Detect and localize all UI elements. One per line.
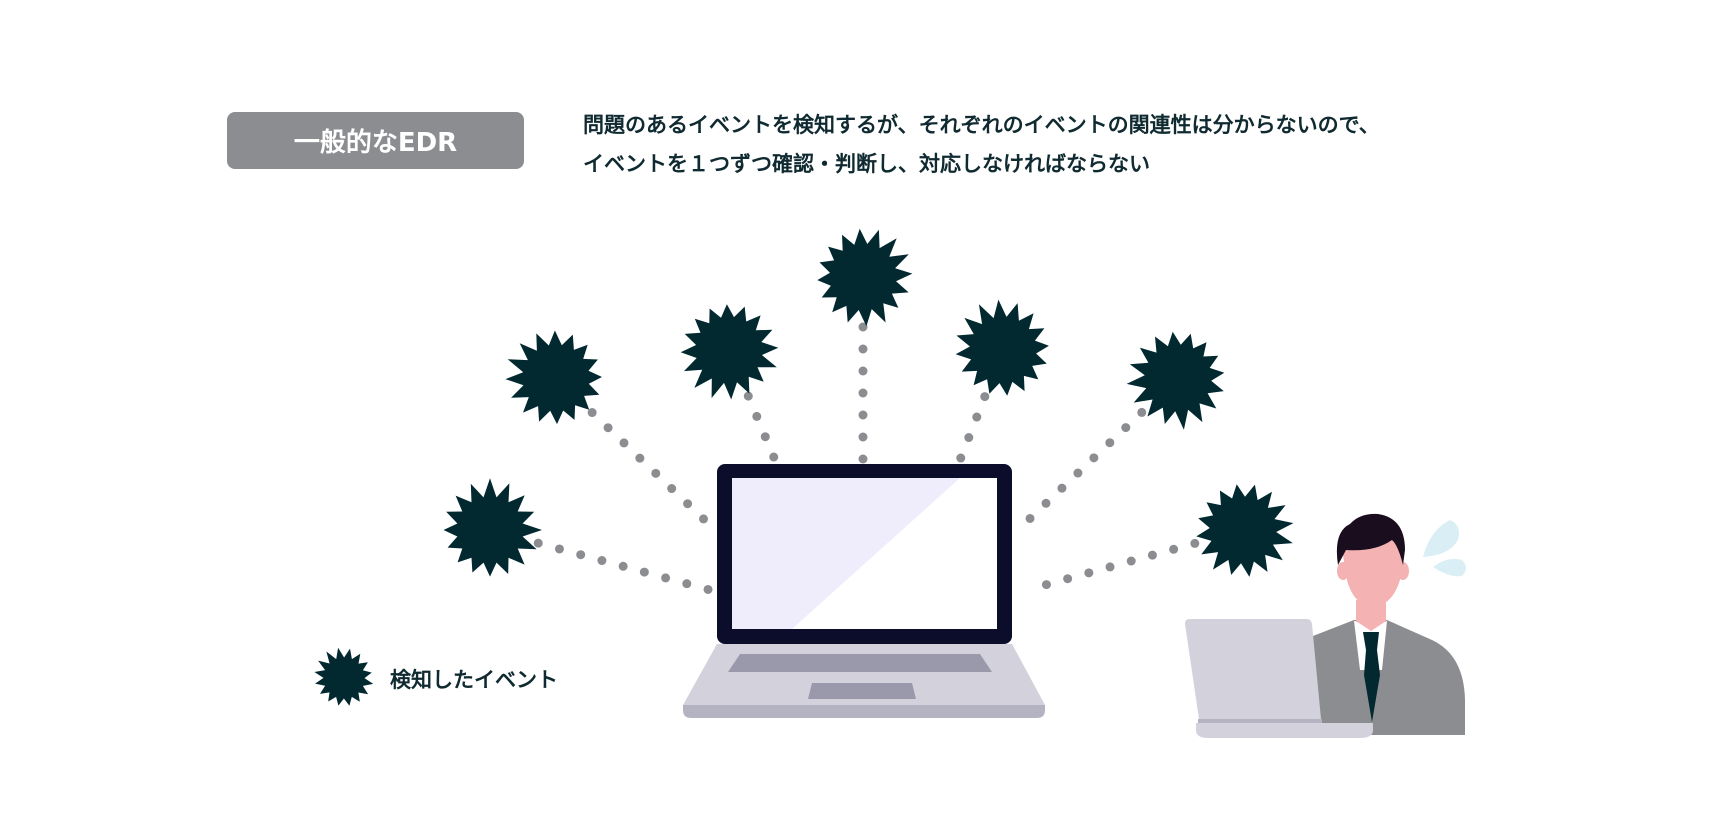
connection-dot bbox=[858, 432, 868, 442]
connection-dot bbox=[858, 322, 868, 332]
starburst-icon bbox=[1196, 484, 1294, 577]
connection-dot bbox=[597, 556, 607, 566]
connection-dot bbox=[1121, 423, 1131, 433]
starburst-icon bbox=[817, 228, 913, 327]
connection-dot bbox=[858, 366, 868, 376]
connection-dot bbox=[576, 550, 586, 560]
connection-dot bbox=[587, 408, 597, 418]
connection-dot bbox=[1105, 438, 1115, 448]
connection-dot bbox=[743, 391, 753, 401]
connection-dot bbox=[639, 567, 649, 577]
starburst-icon bbox=[680, 304, 779, 400]
description-line-1: 問題のあるイベントを検知するが、それぞれのイベントの関連性は分からないので、 bbox=[583, 113, 1380, 137]
connection-dot bbox=[1089, 453, 1099, 463]
connection-dot bbox=[651, 468, 661, 478]
connection-dot bbox=[603, 423, 613, 433]
connection-dot bbox=[858, 344, 868, 354]
connection-dot bbox=[1041, 498, 1051, 508]
starburst-icon bbox=[1126, 331, 1225, 430]
connection-dots bbox=[533, 322, 1200, 594]
connection-dot bbox=[769, 452, 779, 462]
connection-dot bbox=[1084, 568, 1094, 578]
legend-label: 検知したイベント bbox=[390, 668, 558, 692]
connection-dot bbox=[858, 388, 868, 398]
connection-dot bbox=[858, 454, 868, 464]
starburst-icon bbox=[443, 478, 542, 577]
connection-dot bbox=[760, 432, 770, 442]
connection-dot bbox=[699, 514, 709, 524]
detected-events bbox=[443, 228, 1294, 577]
laptop-icon bbox=[683, 464, 1045, 718]
connection-dot bbox=[667, 484, 677, 494]
title-badge: 一般的なEDR bbox=[227, 112, 524, 169]
connection-dot bbox=[956, 453, 966, 463]
connection-dot bbox=[683, 499, 693, 509]
connection-dot bbox=[619, 438, 629, 448]
connection-dot bbox=[703, 584, 713, 594]
connection-dot bbox=[635, 453, 645, 463]
connection-dot bbox=[1190, 538, 1200, 548]
connection-dot bbox=[1073, 468, 1083, 478]
starburst-icon bbox=[314, 647, 374, 706]
connection-dot bbox=[1169, 544, 1179, 554]
connection-dot bbox=[554, 544, 564, 554]
connection-dot bbox=[661, 573, 671, 583]
legend-starburst-icon bbox=[314, 647, 374, 706]
connection-dot bbox=[533, 538, 543, 548]
connection-dot bbox=[964, 433, 974, 443]
connection-dot bbox=[682, 579, 692, 589]
connection-dot bbox=[1063, 574, 1073, 584]
connection-dot bbox=[1126, 556, 1136, 566]
connection-dot bbox=[972, 412, 982, 422]
connection-dot bbox=[980, 392, 990, 402]
description: 問題のあるイベントを検知するが、それぞれのイベントの関連性は分からないので、 イ… bbox=[583, 106, 1380, 184]
connection-dot bbox=[1137, 407, 1147, 417]
person-laptop-icon bbox=[1185, 619, 1373, 738]
person-icon bbox=[1313, 513, 1466, 735]
connection-dot bbox=[1041, 580, 1051, 590]
connection-dot bbox=[752, 411, 762, 421]
description-line-2: イベントを１つずつ確認・判断し、対応しなければならない bbox=[583, 152, 1150, 176]
connection-dot bbox=[1147, 550, 1157, 560]
connection-dot bbox=[1025, 513, 1035, 523]
connection-dot bbox=[1105, 562, 1115, 572]
starburst-icon bbox=[505, 330, 602, 425]
connection-dot bbox=[1057, 483, 1067, 493]
starburst-icon bbox=[955, 299, 1049, 396]
connection-dot bbox=[618, 561, 628, 571]
connection-dot bbox=[858, 410, 868, 420]
